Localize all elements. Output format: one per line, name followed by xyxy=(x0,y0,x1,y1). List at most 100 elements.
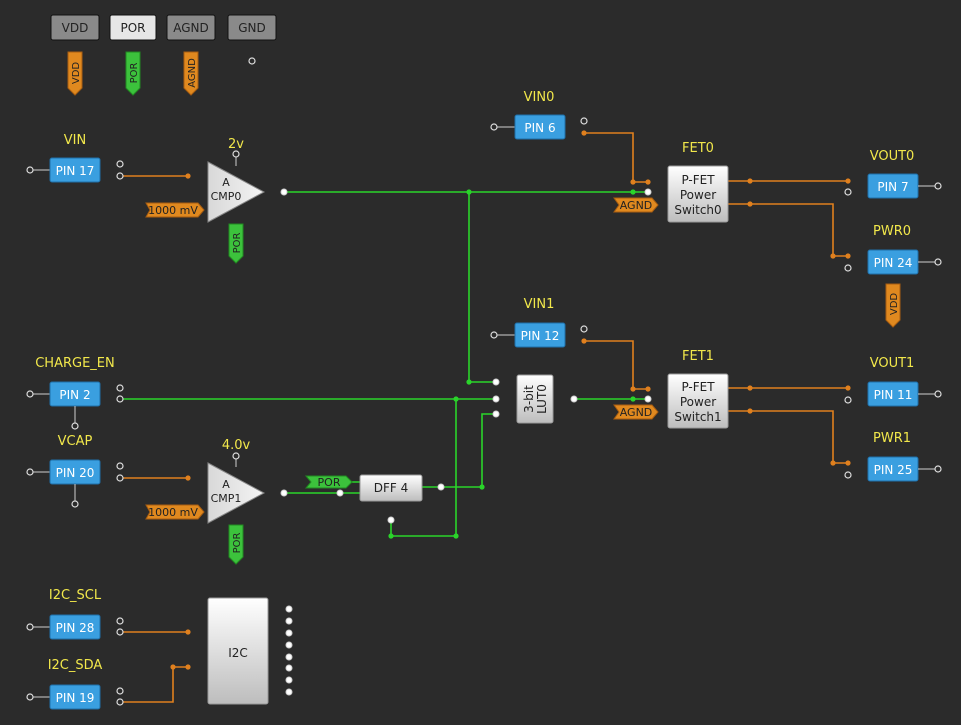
pin-17-label: PIN 17 xyxy=(56,164,95,178)
cmp1-block[interactable]: A CMP1 xyxy=(207,462,266,524)
rail-por[interactable]: POR xyxy=(109,14,157,41)
fet1-en-port[interactable] xyxy=(644,395,652,403)
rail-vdd-tag-text: VDD xyxy=(71,62,82,85)
pin-24-label: PIN 24 xyxy=(874,256,913,270)
orange-junctions xyxy=(170,130,851,670)
net-label-vin1: VIN1 xyxy=(524,297,555,312)
lut0-in1-port[interactable] xyxy=(492,395,500,403)
rail-agnd-tag: AGND xyxy=(183,51,199,96)
net-label-vin: VIN xyxy=(64,133,86,148)
cmp0-por-tag: POR xyxy=(228,223,244,264)
cmp1-ref-tag-text: 1000 mV xyxy=(148,506,198,519)
rail-vdd-tag: VDD xyxy=(67,51,83,96)
net-label-i2c-scl: I2C_SCL xyxy=(49,588,102,603)
rail-agnd-label: AGND xyxy=(173,21,209,35)
fet0-agnd-tag: AGND xyxy=(613,197,659,213)
dff-clk-port[interactable] xyxy=(387,516,395,524)
rail-gnd-label: GND xyxy=(238,21,266,35)
fet1-block[interactable]: P-FET Power Switch1 xyxy=(667,373,729,429)
fet0-line1: P-FET xyxy=(681,173,715,187)
pin-11-label: PIN 11 xyxy=(874,388,913,402)
pin-19-label: PIN 19 xyxy=(56,691,95,705)
pin-6[interactable]: PIN 6 xyxy=(490,114,588,140)
dff4-block[interactable]: DFF 4 xyxy=(359,474,423,502)
rail-gnd-port[interactable] xyxy=(248,57,256,65)
pin-20[interactable]: PIN 20 xyxy=(26,459,124,508)
rail-vdd-label: VDD xyxy=(62,21,89,35)
pin-28-label: PIN 28 xyxy=(56,621,95,635)
i2c-block[interactable]: I2C xyxy=(207,597,269,705)
fet0-line2: Power xyxy=(680,188,716,202)
net-label-i2c-sda: I2C_SDA xyxy=(48,658,103,673)
cmp1-line2: CMP1 xyxy=(211,492,242,505)
pin-24[interactable]: PIN 24 xyxy=(844,249,942,275)
cmp0-output-port[interactable] xyxy=(280,188,288,196)
rail-por-label: POR xyxy=(120,21,145,35)
cmp0-por-tag-text: POR xyxy=(232,233,243,254)
pin-2[interactable]: PIN 2 xyxy=(26,381,124,430)
lut0-line2: LUT0 xyxy=(535,384,549,414)
rail-por-tag-text: POR xyxy=(129,63,140,84)
dff-q-port[interactable] xyxy=(437,483,445,491)
rail-agnd-tag-text: AGND xyxy=(187,58,198,88)
cmp0-line1: A xyxy=(222,176,230,189)
fet1-line3: Switch1 xyxy=(674,410,721,424)
pin-7-label: PIN 7 xyxy=(877,180,908,194)
net-label-pwr0: PWR0 xyxy=(873,224,911,239)
pin-25-label: PIN 25 xyxy=(874,463,913,477)
cmp1-threshold-port[interactable] xyxy=(232,452,240,460)
i2c-output-ports[interactable] xyxy=(285,605,293,696)
net-label-pwr1: PWR1 xyxy=(873,431,911,446)
lut0-in0-port[interactable] xyxy=(492,378,500,386)
cmp1-por-tag-text: POR xyxy=(232,533,243,554)
net-label-fet1: FET1 xyxy=(682,349,714,364)
cmp1-ref-tag: 1000 mV xyxy=(145,504,205,520)
cmp1-output-port[interactable] xyxy=(280,489,288,497)
lut0-block[interactable]: 3-bit LUT0 xyxy=(516,374,554,424)
pin-11[interactable]: PIN 11 xyxy=(844,381,942,407)
net-label-vcap: VCAP xyxy=(58,434,93,449)
green-junctions xyxy=(388,189,636,539)
cmp0-ref-tag-text: 1000 mV xyxy=(148,204,198,217)
net-label-vin0: VIN0 xyxy=(524,90,555,105)
pin-20-label: PIN 20 xyxy=(56,466,95,480)
net-label-vout1: VOUT1 xyxy=(870,356,915,371)
pin-19[interactable]: PIN 19 xyxy=(26,684,124,710)
pin-2-label: PIN 2 xyxy=(59,388,90,402)
dff-por-tag-text: POR xyxy=(318,476,341,489)
pin-7[interactable]: PIN 7 xyxy=(844,173,942,199)
pin-17[interactable]: PIN 17 xyxy=(26,157,124,183)
fet0-block[interactable]: P-FET Power Switch0 xyxy=(667,165,729,223)
fet1-agnd-tag: AGND xyxy=(613,404,659,420)
rail-gnd[interactable]: GND xyxy=(227,14,277,41)
fet1-line1: P-FET xyxy=(681,380,715,394)
pwr0-vdd-tag-text: VDD xyxy=(889,293,900,316)
cmp0-threshold-port[interactable] xyxy=(232,150,240,158)
i2c-label: I2C xyxy=(228,646,248,660)
pin-6-label: PIN 6 xyxy=(524,121,555,135)
pin-28[interactable]: PIN 28 xyxy=(26,614,124,640)
lut0-output-port[interactable] xyxy=(570,395,578,403)
cmp0-block[interactable]: A CMP0 xyxy=(207,161,266,223)
fet1-agnd-tag-text: AGND xyxy=(620,406,653,419)
net-label-vout0: VOUT0 xyxy=(870,149,915,164)
rail-por-tag: POR xyxy=(125,51,141,96)
rail-agnd[interactable]: AGND xyxy=(166,14,216,41)
cmp0-threshold-label: 2v xyxy=(228,137,244,152)
pin-12[interactable]: PIN 12 xyxy=(490,322,588,348)
dff-por-tag: POR xyxy=(304,475,353,489)
fet0-agnd-tag-text: AGND xyxy=(620,199,653,212)
fet1-line2: Power xyxy=(680,395,716,409)
lut0-in2-port[interactable] xyxy=(492,410,500,418)
cmp1-line1: A xyxy=(222,478,230,491)
cmp0-line2: CMP0 xyxy=(211,190,242,203)
cmp1-por-tag: POR xyxy=(228,524,244,565)
fet0-en-port[interactable] xyxy=(644,188,652,196)
dff-d-port[interactable] xyxy=(336,489,344,497)
net-label-charge-en: CHARGE_EN xyxy=(35,356,115,371)
rail-vdd[interactable]: VDD xyxy=(50,14,100,41)
dff4-label: DFF 4 xyxy=(374,481,409,495)
net-label-fet0: FET0 xyxy=(682,141,714,156)
pin-25[interactable]: PIN 25 xyxy=(844,456,942,482)
